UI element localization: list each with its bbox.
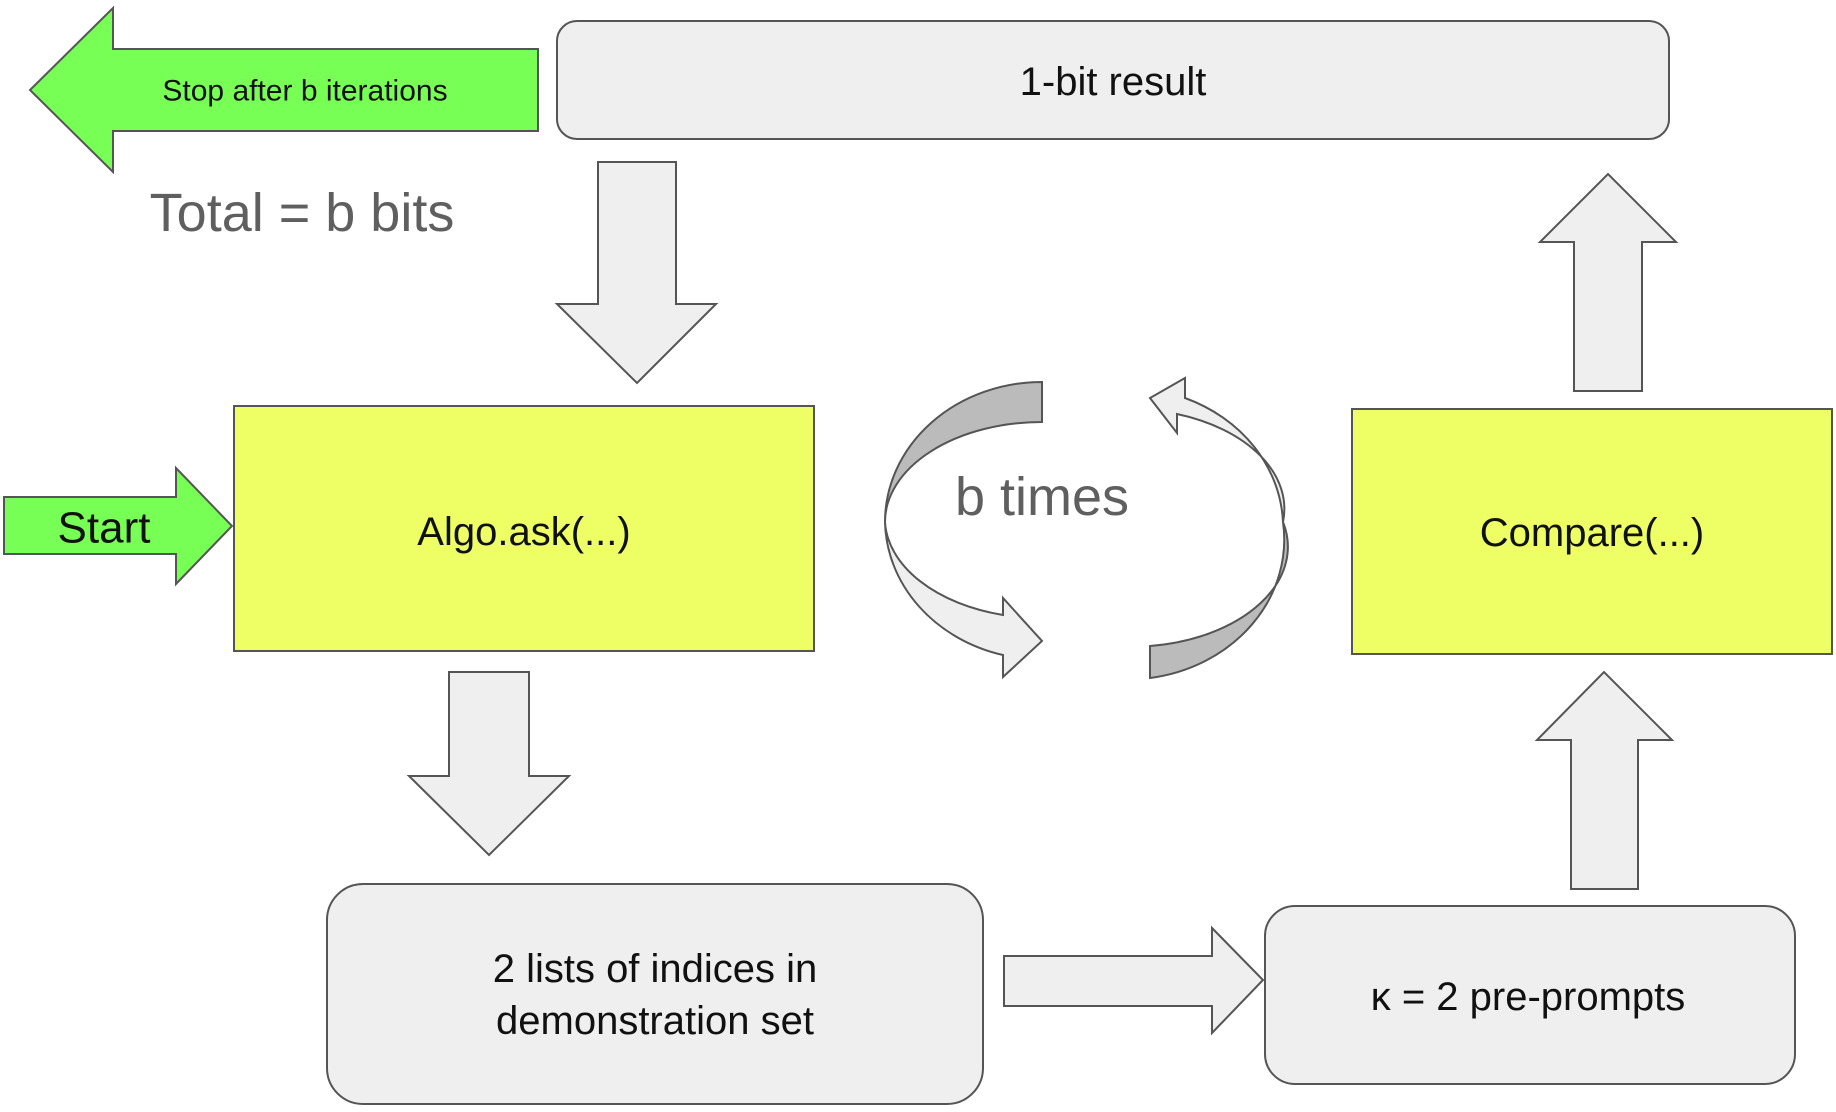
lists-label-line1: 2 lists of indices in <box>493 947 818 991</box>
total-label: Total = b bits <box>150 183 455 243</box>
start-arrow <box>3 465 234 587</box>
compare-label: Compare(...) <box>1480 511 1705 555</box>
down-arrow-result-to-ask <box>554 161 719 385</box>
right-arrow-lists-to-preprompts <box>1003 925 1265 1036</box>
up-arrow-compare-to-result <box>1537 172 1679 392</box>
compare-box <box>1351 408 1833 655</box>
lists-box <box>326 883 984 1105</box>
loop-band-left-back <box>884 380 1043 523</box>
loop-arrow-lower-left <box>884 521 1044 680</box>
up-arrow-preprompts-to-compare <box>1534 670 1675 890</box>
preprompts-label: κ = 2 pre-prompts <box>1371 975 1686 1019</box>
result-label: 1-bit result <box>1020 60 1207 104</box>
loop-band-right-back <box>1149 521 1289 680</box>
down-arrow-ask-to-lists <box>406 671 572 857</box>
result-box <box>556 20 1670 140</box>
preprompts-box <box>1264 905 1796 1085</box>
lists-label-line2: demonstration set <box>496 999 814 1043</box>
start-label: Start <box>58 504 151 553</box>
stop-arrow <box>28 5 539 175</box>
ask-box <box>233 405 815 652</box>
loop-arrows <box>884 376 1289 680</box>
ask-label: Algo.ask(...) <box>417 510 630 554</box>
loop-label: b times <box>955 467 1129 527</box>
stop-label: Stop after b iterations <box>162 75 447 108</box>
loop-arrow-upper-right <box>1148 376 1286 523</box>
